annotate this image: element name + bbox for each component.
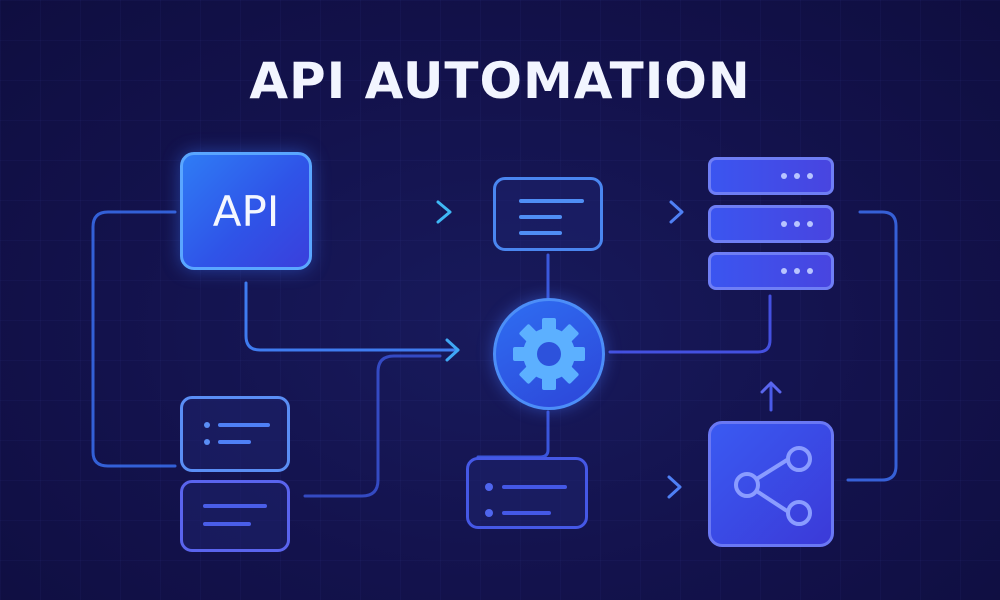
wire-doc-to-gear <box>303 354 442 498</box>
wire-gear-to-servers <box>608 294 772 354</box>
arrowhead <box>760 381 782 394</box>
api-node: API <box>180 152 312 270</box>
server-node <box>708 157 834 195</box>
arrowhead <box>445 338 460 362</box>
document-node <box>180 480 290 552</box>
bullet-list-icon <box>485 483 567 517</box>
more-dots-icon <box>781 173 813 179</box>
list-node <box>466 457 588 529</box>
wire-gear-to-list <box>476 410 550 459</box>
page-title: API AUTOMATION <box>249 52 751 110</box>
server-node <box>708 205 834 243</box>
document-node <box>493 177 603 251</box>
document-lines-icon <box>203 504 267 526</box>
arrowhead <box>667 475 682 499</box>
wire-api-to-gear <box>244 281 460 352</box>
share-icon <box>734 446 812 526</box>
gear-icon <box>513 318 585 390</box>
server-node <box>708 252 834 290</box>
arrowhead <box>669 200 684 224</box>
wire-right-loop <box>846 210 898 482</box>
bullet-list-icon <box>204 422 270 445</box>
gear-node <box>493 298 605 410</box>
wire-left-loop <box>91 210 177 468</box>
more-dots-icon <box>781 221 813 227</box>
api-label: API <box>212 186 280 236</box>
list-node <box>180 396 290 472</box>
arrowhead <box>436 200 452 224</box>
share-node <box>708 421 834 547</box>
more-dots-icon <box>781 268 813 274</box>
document-lines-icon <box>519 199 584 235</box>
